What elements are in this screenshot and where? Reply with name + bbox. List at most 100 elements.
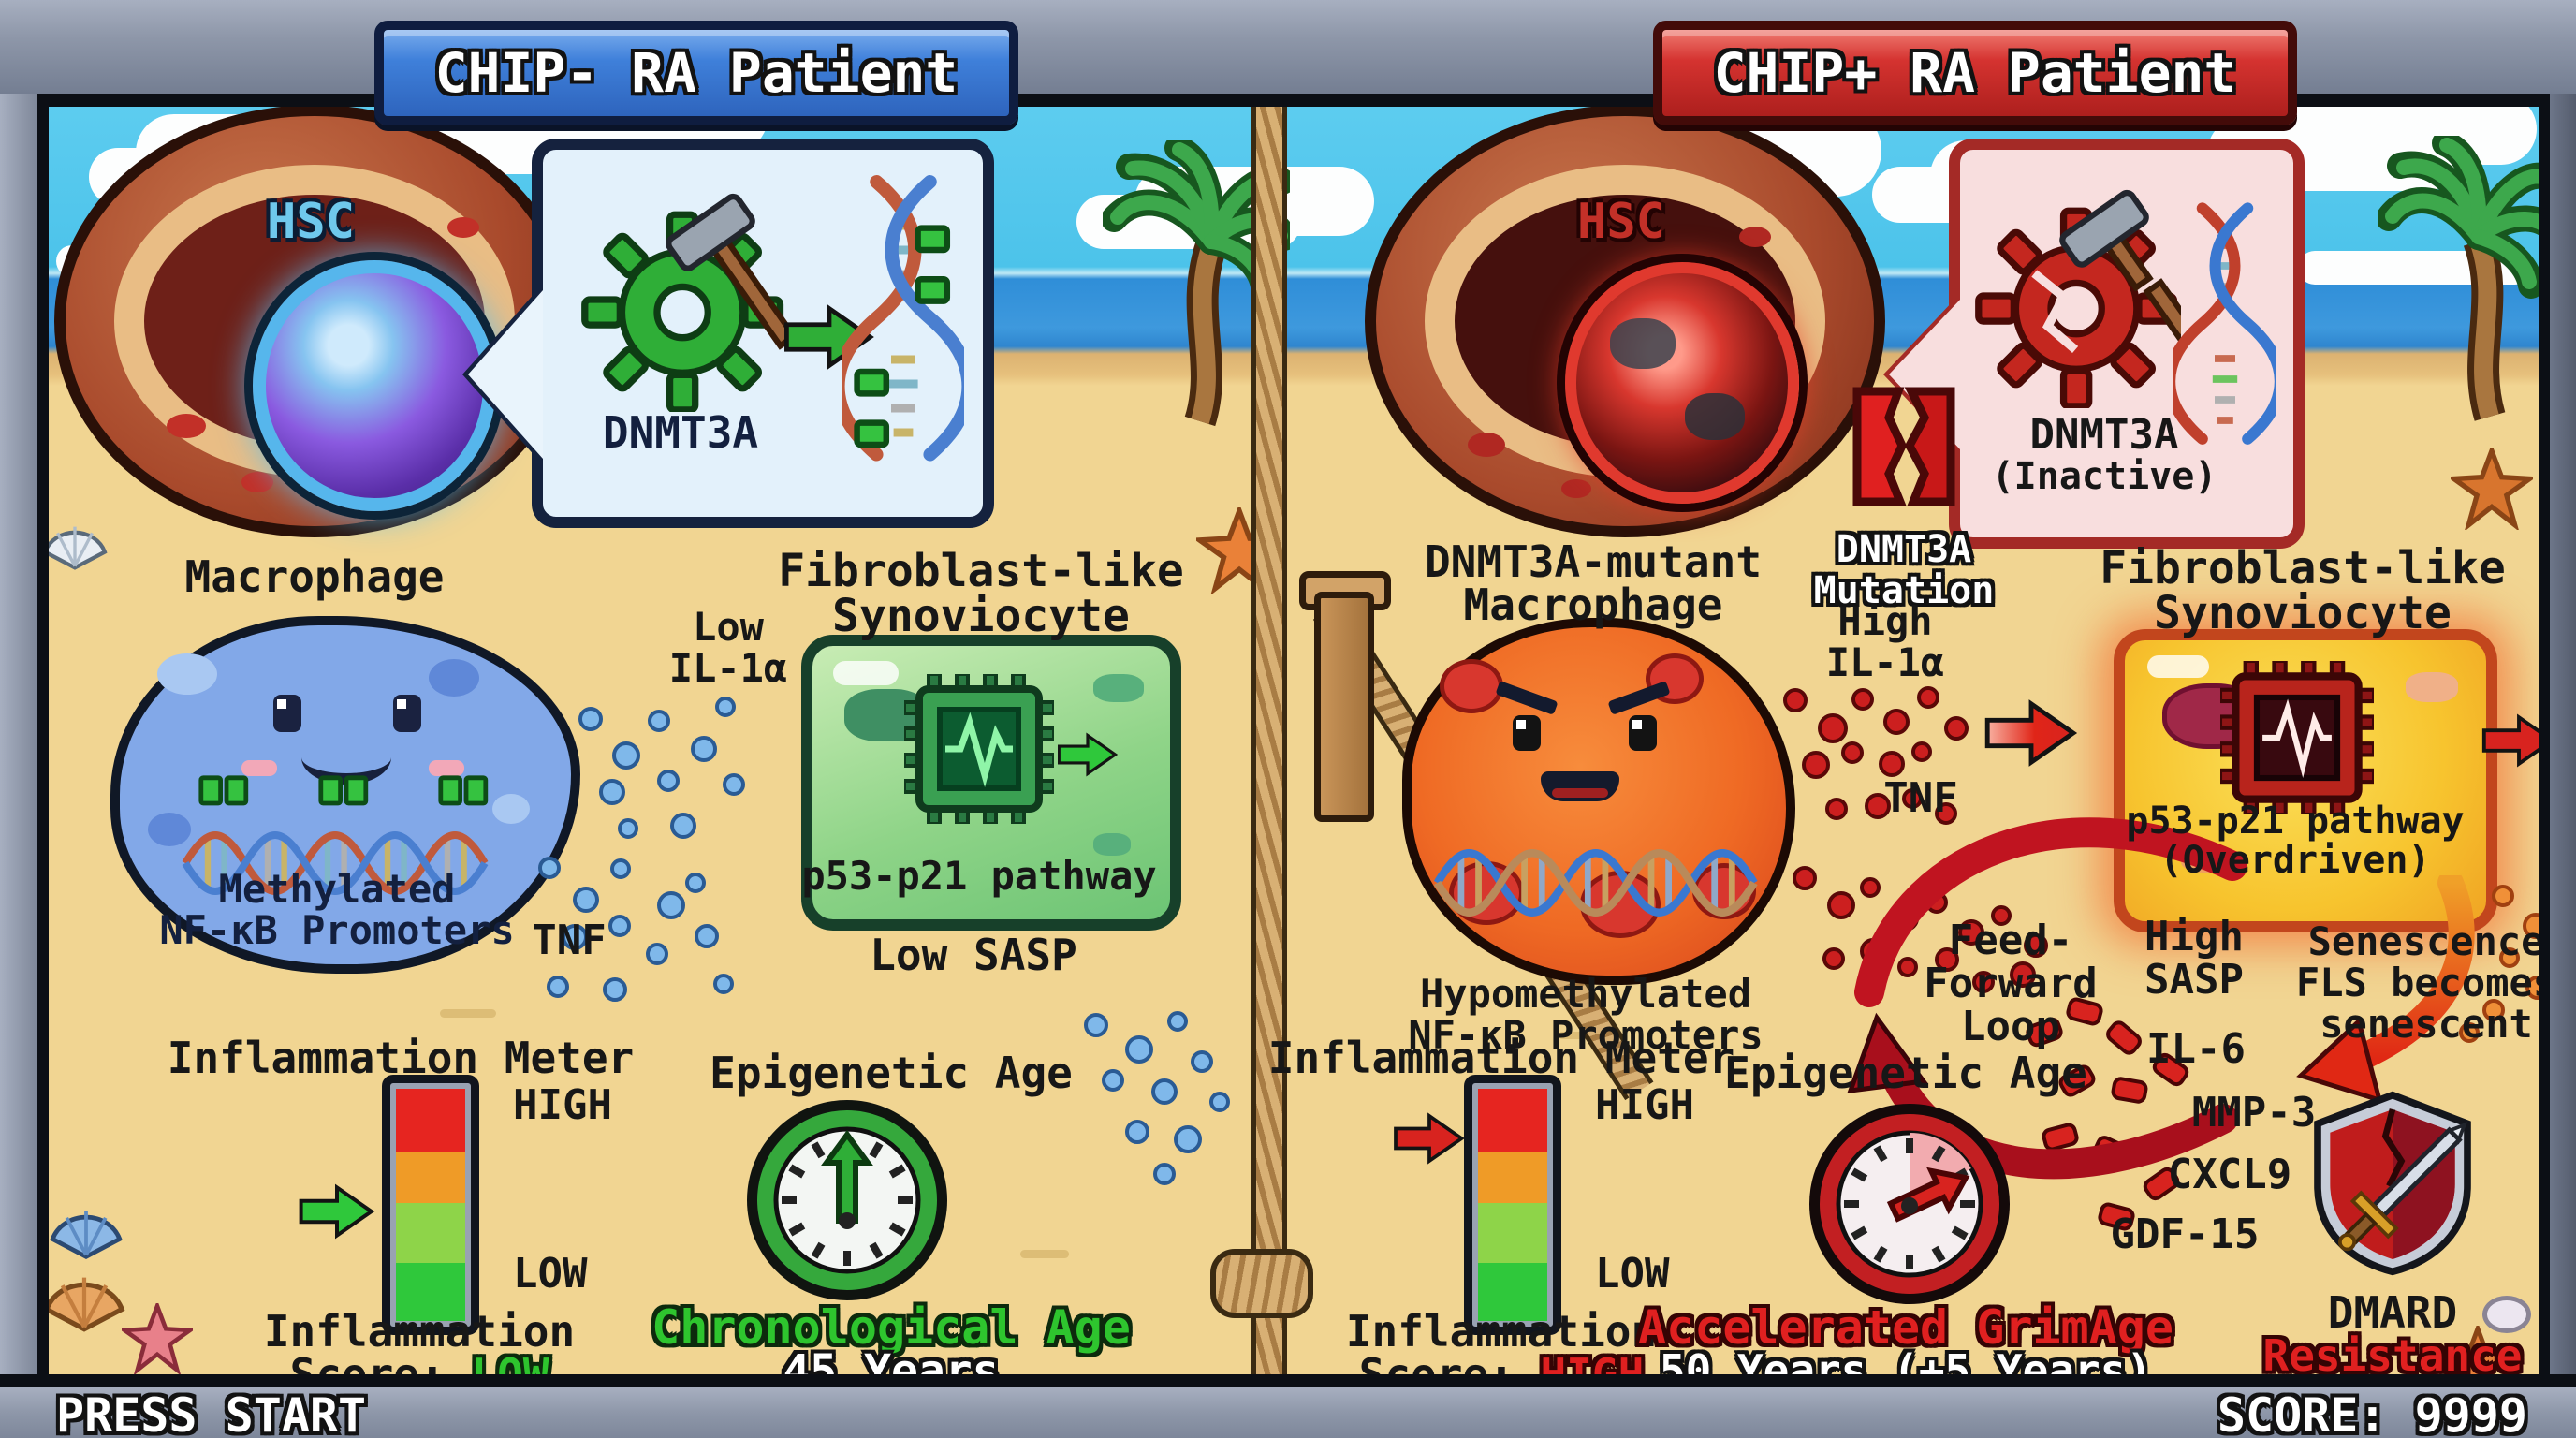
fls-title-right-line2: Synoviocyte (2154, 587, 2452, 639)
age-type-left: Chronological Age (651, 1300, 1131, 1355)
cytokine-dot-blue (1191, 1050, 1213, 1073)
cytokine-dot-blue (1167, 1011, 1188, 1032)
cytokine-dot-blue (1151, 1078, 1178, 1105)
cell-spot (148, 813, 191, 846)
marrow-spot (447, 217, 479, 238)
dmard-label-line1: DMARD (2327, 1287, 2458, 1338)
cytokine-dot-blue (670, 813, 696, 839)
cytokine-dot-blue (618, 818, 638, 839)
gear-hammer-icon-red-broken (1975, 189, 2181, 408)
wood-post (1314, 592, 1374, 822)
cytokine-dot-blue (608, 915, 631, 937)
cytokine-dot-red (1827, 891, 1855, 919)
dna-methylated-icon (842, 175, 964, 462)
cytokine-dot-red (1958, 919, 1984, 946)
cytokine-dot-blue (1125, 1120, 1149, 1144)
sasp-item: GDF-15 (2110, 1211, 2260, 1258)
blush (429, 760, 464, 776)
sand-mark (440, 1009, 496, 1018)
methylation-label-line1: Methylated (218, 866, 456, 912)
cytokine-dot-blue (1153, 1163, 1176, 1185)
cytokine-level-right-line1: High (1837, 598, 1933, 644)
cytokine-dot-red (1841, 741, 1864, 764)
loop-label-line1: Feed- (1948, 917, 2073, 964)
dnmt3a-label-right: DNMT3A (2029, 411, 2179, 459)
meter-high-left: HIGH (513, 1081, 612, 1129)
cytokine-dot-red (1935, 947, 1959, 972)
cytokine-dot-blue (723, 773, 745, 796)
dna-hypomethylated-icon (1433, 849, 1758, 917)
starfish-icon (2451, 448, 2533, 530)
cytokine-dot-blue (610, 858, 631, 879)
meter-segment-green (1478, 1262, 1547, 1321)
cytokine-dot-blue (657, 770, 680, 792)
cytokine-dot-blue (657, 891, 685, 919)
meter-segment-orange (396, 1151, 465, 1203)
cytokine-dot-red (1793, 866, 1817, 890)
pathway-label-left: p53-p21 pathway (801, 853, 1157, 899)
vesicle (1440, 659, 1503, 713)
press-start-label: PRESS START (56, 1388, 367, 1438)
meter-pointer-icon-green (299, 1183, 375, 1240)
palm-tree-icon (2378, 136, 2565, 421)
cell-spot (1093, 674, 1144, 702)
gloss (2147, 655, 2209, 678)
meter-segment-orange (1478, 1151, 1547, 1203)
senescence-line1: Senescence (2307, 918, 2545, 964)
bubble-tail-left (468, 290, 543, 459)
starfish-icon (122, 1303, 193, 1374)
sasp-dot-orange (2499, 947, 2520, 968)
score-line1-right: Inflammation (1345, 1306, 1658, 1357)
cytokine-dot-blue (685, 873, 706, 893)
sasp-item: CXCL9 (2167, 1151, 2292, 1198)
pathway-label-right: p53-p21 pathway (2126, 800, 2465, 843)
cytokine-dot-blue (538, 857, 561, 879)
arrow-right-icon-green (1058, 732, 1118, 777)
shell-icon (42, 526, 108, 570)
sasp-item: MMP-3 (2191, 1089, 2317, 1137)
marrow-spot (1468, 433, 1505, 457)
cytokine-dot-red (1991, 905, 2012, 926)
mutation-label-line2: Mutation (1813, 569, 1995, 612)
senescence-line2: FLS becomes (2295, 960, 2557, 1005)
methylation-label-line2: NF-κB Promoters (159, 907, 515, 953)
macrophage-title-right-line1: DNMT3A-mutant (1424, 536, 1763, 587)
senescence-line3: senescent (2320, 1001, 2533, 1047)
cytokine-dot-red (1879, 751, 1905, 777)
right-panel-header: CHIP+ RA Patient (1653, 21, 2297, 125)
cytokine-dot-red (1802, 751, 1830, 779)
cytokine-dot-blue (1084, 1013, 1108, 1037)
frame-right-bar (2539, 94, 2576, 1374)
meter-segment-red (1478, 1089, 1547, 1152)
cytokine-dot-blue (573, 887, 599, 913)
cytokine-dot-blue (1209, 1092, 1230, 1112)
eye (273, 695, 301, 732)
hsc-label-right: HSC (1577, 194, 1665, 250)
meter-low-right: LOW (1595, 1250, 1670, 1298)
cytokine-dot-blue (562, 924, 588, 950)
fls-title-left-line2: Synoviocyte (832, 590, 1130, 642)
sasp-item: IL-6 (2146, 1025, 2246, 1073)
eye (1513, 715, 1541, 751)
cytokine-dot-blue (648, 710, 670, 732)
cytokine-dot-blue (713, 974, 734, 994)
hsc-nucleus-orb-right (1565, 262, 1799, 504)
tnf-label-left: TNF (532, 917, 607, 964)
dnmt3a-mutation-icon (1852, 387, 1955, 506)
cytokine-dot-blue (1125, 1035, 1153, 1064)
sand-mark (1020, 1250, 1069, 1258)
eye (1629, 715, 1657, 751)
chip-icon-red (2220, 661, 2374, 814)
cytokine-dot-blue (603, 977, 627, 1002)
shell-icon (50, 1211, 123, 1260)
cytokine-dot-blue (612, 741, 640, 770)
loop-label-line2: Forward (1924, 960, 2098, 1007)
dnmt3a-label-left: DNMT3A (602, 407, 759, 458)
pebble-icon (2482, 1296, 2531, 1333)
cytokine-dot-red (1911, 741, 1932, 762)
frame-left-bar (0, 94, 49, 1374)
sasp-dot-orange (2459, 1022, 2480, 1043)
cytokine-dot-red (1865, 793, 1891, 819)
meter-pointer-icon-red (1394, 1112, 1465, 1165)
